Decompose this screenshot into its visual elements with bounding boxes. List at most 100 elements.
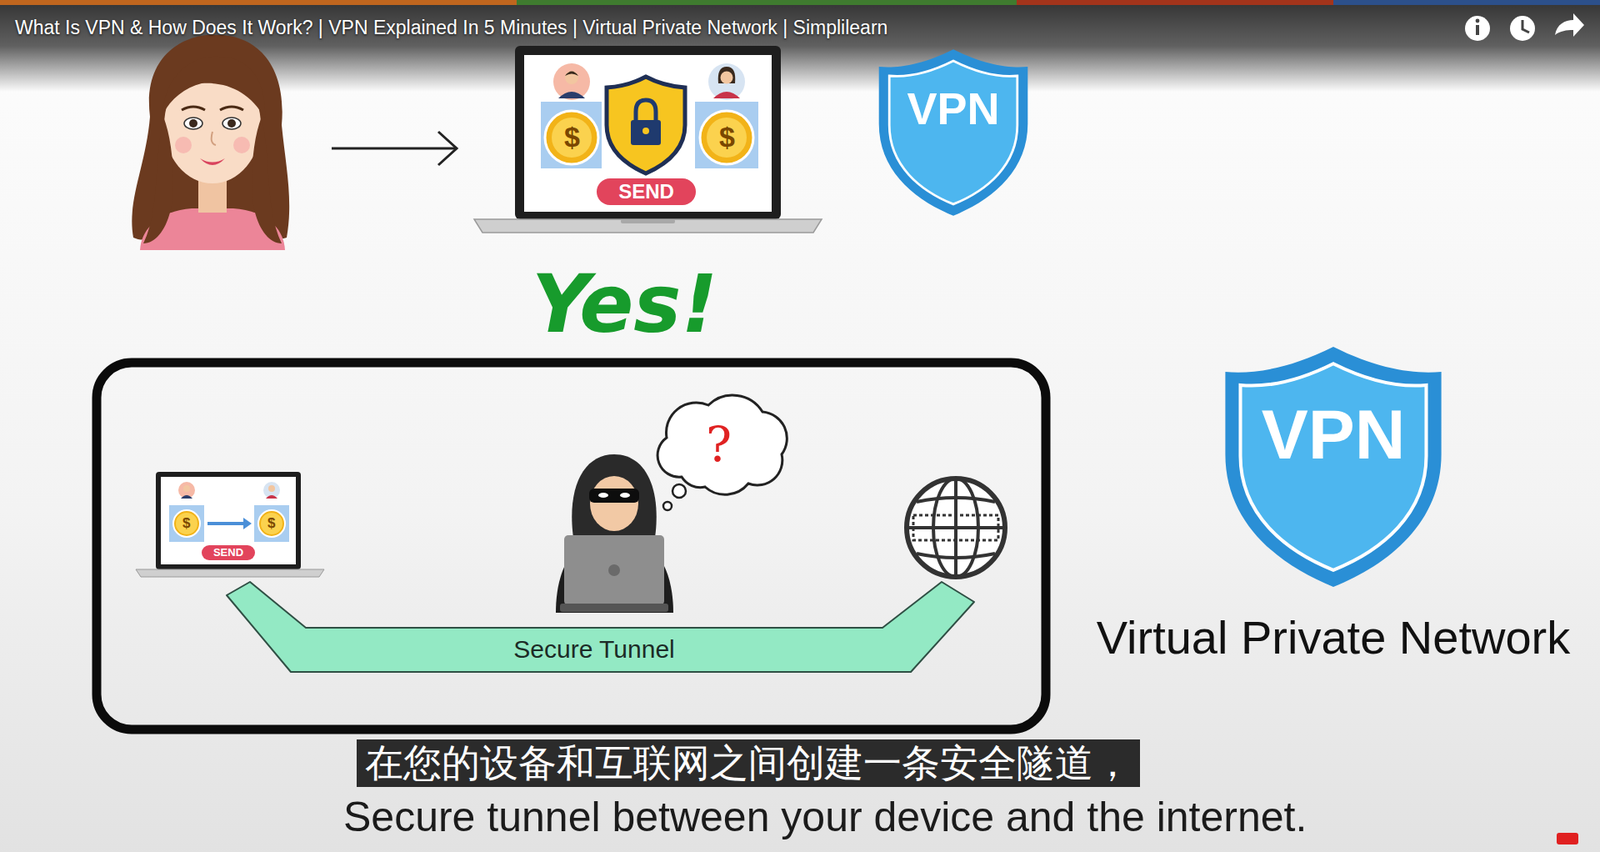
avatar-head (720, 71, 734, 85)
arrow-shaft (331, 147, 456, 150)
avatar (553, 63, 590, 100)
coin-face (706, 117, 747, 158)
thought-dot (672, 484, 686, 498)
send-button: SEND (596, 178, 696, 205)
account-panel (169, 505, 205, 542)
text-slot: VPN (1220, 387, 1446, 481)
account-panel (254, 505, 290, 542)
hacker-laptop-base (560, 603, 669, 612)
info-icon-stem (1475, 25, 1480, 35)
share-icon (1555, 13, 1585, 37)
coin (258, 510, 285, 537)
account-panel (695, 101, 759, 169)
nose (211, 131, 216, 145)
thought-bubble (657, 395, 787, 495)
info-icon-dot (1475, 19, 1480, 24)
caption-text: Secure tunnel between your device and th… (343, 794, 1307, 840)
subscribe-logo (1556, 832, 1579, 845)
laptop-bezel (155, 471, 301, 570)
transfer-arrow-head (243, 517, 252, 530)
avatar (178, 481, 195, 499)
globe-icon (906, 478, 1005, 577)
coin-symbol: $ (267, 515, 275, 532)
text-slot: SEND (201, 545, 255, 560)
send-arrow (331, 131, 457, 165)
avatar (263, 481, 280, 499)
blush (233, 136, 250, 154)
shield-caption: Virtual Private Network (1096, 610, 1571, 665)
padlock-keyhole (642, 127, 650, 135)
coin (173, 510, 200, 537)
shield-label: VPN (1261, 394, 1406, 475)
padlock-body (630, 120, 661, 145)
transfer-arrow (207, 521, 245, 525)
clock-icon (1510, 15, 1535, 41)
text-slot: VPN (875, 76, 1031, 140)
coin (545, 110, 599, 165)
lips (200, 158, 225, 165)
video-title: What Is VPN & How Does It Work? | VPN Ex… (15, 16, 888, 40)
avatar-hair (718, 66, 736, 84)
thought-dot (663, 501, 672, 510)
button-label: SEND (213, 546, 244, 560)
hacker-laptop (564, 535, 665, 605)
avatar-body (265, 495, 278, 499)
iris (189, 119, 198, 128)
coin-face (260, 512, 283, 535)
text-slot: Secure Tunnel (310, 628, 879, 671)
avatar-body (713, 91, 740, 99)
hacker-mask (589, 488, 640, 503)
hacker-hood (571, 454, 656, 538)
avatar-head (565, 70, 579, 85)
strip-segment (1333, 0, 1600, 5)
strip-segment (0, 0, 517, 5)
coin-symbol: $ (719, 121, 735, 153)
globe-parallel (906, 525, 1005, 530)
exclamation-label: Yes! (531, 260, 718, 350)
top-strip (0, 0, 1600, 5)
hair-strand (251, 116, 282, 244)
strip-segment (1016, 0, 1334, 5)
globe-outline (906, 478, 1005, 577)
laptop-bezel (515, 45, 781, 220)
vpn-shield: VPN Virtual Private Network (1083, 341, 1584, 671)
hair-strand (143, 116, 174, 244)
eyebrow (181, 106, 205, 110)
lock-shield (606, 76, 685, 174)
tunnel-frame (96, 362, 1046, 730)
shield-outline (1225, 346, 1441, 587)
shield-label: VPN (906, 82, 1000, 135)
globe-parallel (916, 497, 995, 502)
laptop-base (135, 569, 325, 577)
info-icon (1465, 15, 1490, 41)
iris (227, 119, 236, 128)
laptop-logo (608, 564, 620, 576)
globe-parallel (916, 553, 995, 558)
globe-band (913, 515, 999, 540)
shield-face (889, 60, 1018, 205)
strip-segment (516, 0, 1017, 5)
button-label: SEND (618, 180, 675, 204)
laptop-top (474, 45, 822, 233)
hair-fringe (162, 56, 265, 119)
laptop-screen (160, 476, 296, 565)
shield-outline (879, 49, 1029, 216)
player-icons (1465, 13, 1585, 41)
secure-tunnel-band: Secure Tunnel (226, 581, 975, 672)
subtitle-text: 在您的设备和互联网之间创建一条安全隧道， (365, 740, 1132, 785)
coin (700, 110, 754, 165)
coin-symbol: $ (182, 515, 190, 532)
laptop-notch (620, 219, 675, 224)
avatar-body (558, 91, 585, 99)
text-slot: SEND (596, 178, 696, 205)
hacker-figure (555, 395, 787, 613)
hacker-face (590, 475, 639, 531)
eyebrow (220, 106, 244, 110)
avatar-hair (565, 71, 579, 77)
laptop-screen (524, 55, 772, 212)
avatar-body (180, 495, 193, 499)
clock-hands (1522, 20, 1530, 33)
question-mark: ? (705, 418, 732, 472)
tunnel-band-shape (226, 581, 975, 672)
